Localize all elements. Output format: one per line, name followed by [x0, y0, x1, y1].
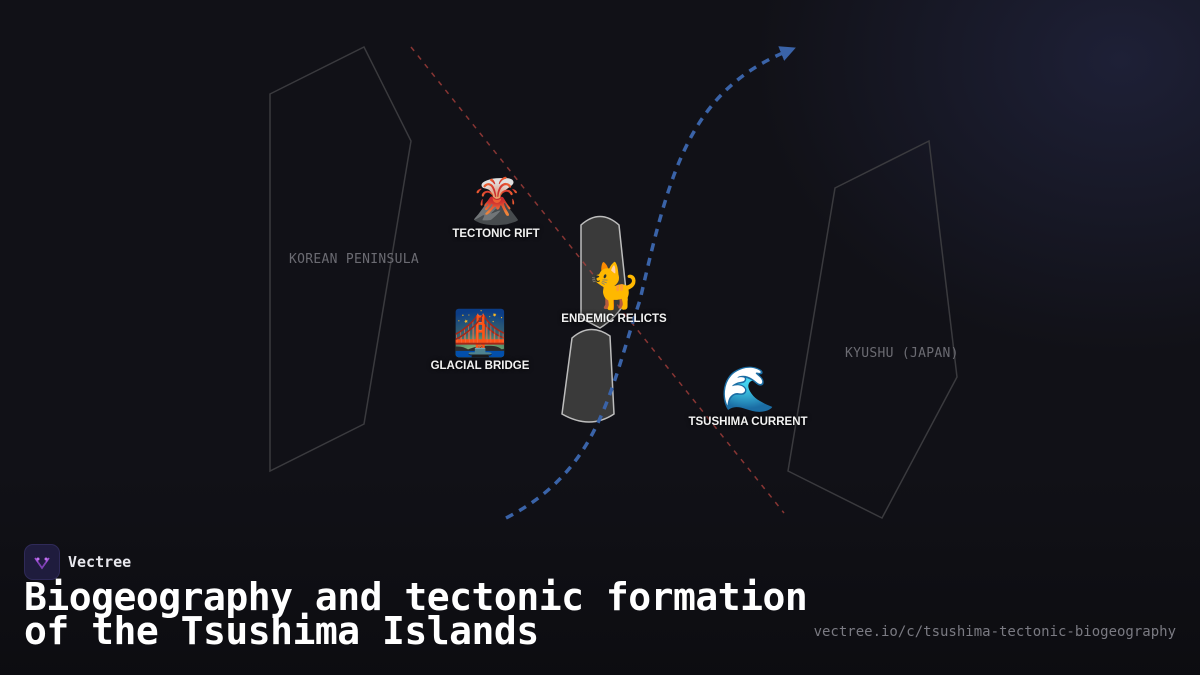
- korean-peninsula-outline: [269, 45, 412, 473]
- title-line-1: Biogeography and tectonic formation: [24, 575, 808, 619]
- title-line-2: of the Tsushima Islands: [24, 609, 539, 653]
- tsushima-current-arrow: [505, 46, 796, 520]
- tectonic-rift-line: [410, 46, 785, 514]
- region-label-kyushu: KYUSHU (JAPAN): [845, 346, 959, 361]
- node-label: TSUSHIMA CURRENT: [688, 416, 808, 428]
- node-label: TECTONIC RIFT: [452, 228, 540, 240]
- brand[interactable]: Vectree: [24, 544, 131, 580]
- node-tsushima-current[interactable]: 🌊 TSUSHIMA CURRENT: [688, 364, 807, 428]
- kyushu-outline: [787, 139, 958, 519]
- node-label: GLACIAL BRIDGE: [430, 360, 530, 372]
- brand-name: Vectree: [68, 553, 132, 571]
- source-url[interactable]: vectree.io/c/tsushima-tectonic-biogeogra…: [813, 624, 1176, 640]
- volcano-icon: 🌋: [468, 176, 524, 227]
- south-tsushima-island: [561, 328, 615, 423]
- cat-icon: 🐈: [586, 261, 642, 312]
- bridge-at-night-icon: 🌉: [452, 308, 508, 359]
- vectree-logo-icon: [24, 544, 60, 580]
- node-endemic-relicts[interactable]: 🐈 ENDEMIC RELICTS: [561, 261, 666, 325]
- node-glacial-bridge[interactable]: 🌉 GLACIAL BRIDGE: [431, 308, 530, 372]
- region-label-korean-peninsula: KOREAN PENINSULA: [289, 252, 420, 267]
- page-title: Biogeography and tectonic formation of t…: [24, 578, 808, 650]
- north-tsushima-island: [580, 215, 628, 329]
- node-tectonic-rift[interactable]: 🌋 TECTONIC RIFT: [452, 176, 539, 240]
- node-label: ENDEMIC RELICTS: [561, 313, 667, 325]
- wave-icon: 🌊: [720, 364, 776, 415]
